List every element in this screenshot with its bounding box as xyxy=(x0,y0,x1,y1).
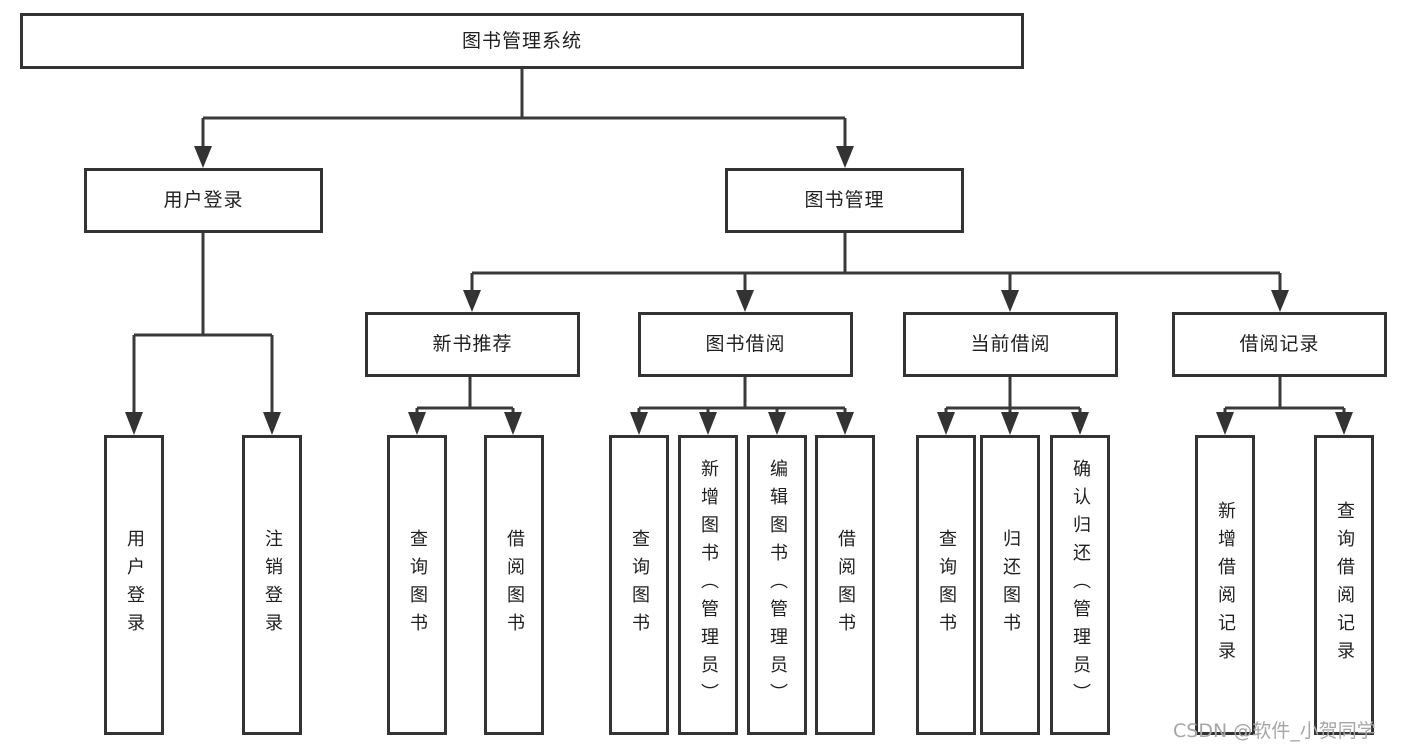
leaf-borrow-edit-book-admin: 编辑图书（管理员） xyxy=(747,435,807,735)
node-book-management: 图书管理 xyxy=(725,168,964,233)
leaf-current-return-book: 归还图书 xyxy=(980,435,1040,735)
leaf-records-add-record: 新增借阅记录 xyxy=(1195,435,1255,735)
node-current-borrow: 当前借阅 xyxy=(903,312,1118,377)
node-new-book-recommend: 新书推荐 xyxy=(365,312,580,377)
leaf-records-query-record: 查询借阅记录 xyxy=(1314,435,1374,735)
node-root-system: 图书管理系统 xyxy=(20,13,1024,69)
node-book-borrow: 图书借阅 xyxy=(638,312,853,377)
leaf-current-query-book: 查询图书 xyxy=(916,435,976,735)
leaf-newbook-query-book: 查询图书 xyxy=(387,435,447,735)
csdn-watermark: CSDN @软件_小贺同学 xyxy=(1173,720,1376,742)
node-user-login: 用户登录 xyxy=(84,168,323,233)
leaf-borrow-add-book-admin: 新增图书（管理员） xyxy=(678,435,738,735)
leaf-user-login: 用户登录 xyxy=(104,435,164,735)
leaf-current-confirm-return-admin: 确认归还（管理员） xyxy=(1050,435,1110,735)
node-borrow-records: 借阅记录 xyxy=(1172,312,1387,377)
leaf-newbook-borrow-book: 借阅图书 xyxy=(484,435,544,735)
leaf-borrow-borrow-book: 借阅图书 xyxy=(815,435,875,735)
leaf-borrow-query-book: 查询图书 xyxy=(609,435,669,735)
leaf-logout: 注销登录 xyxy=(242,435,302,735)
